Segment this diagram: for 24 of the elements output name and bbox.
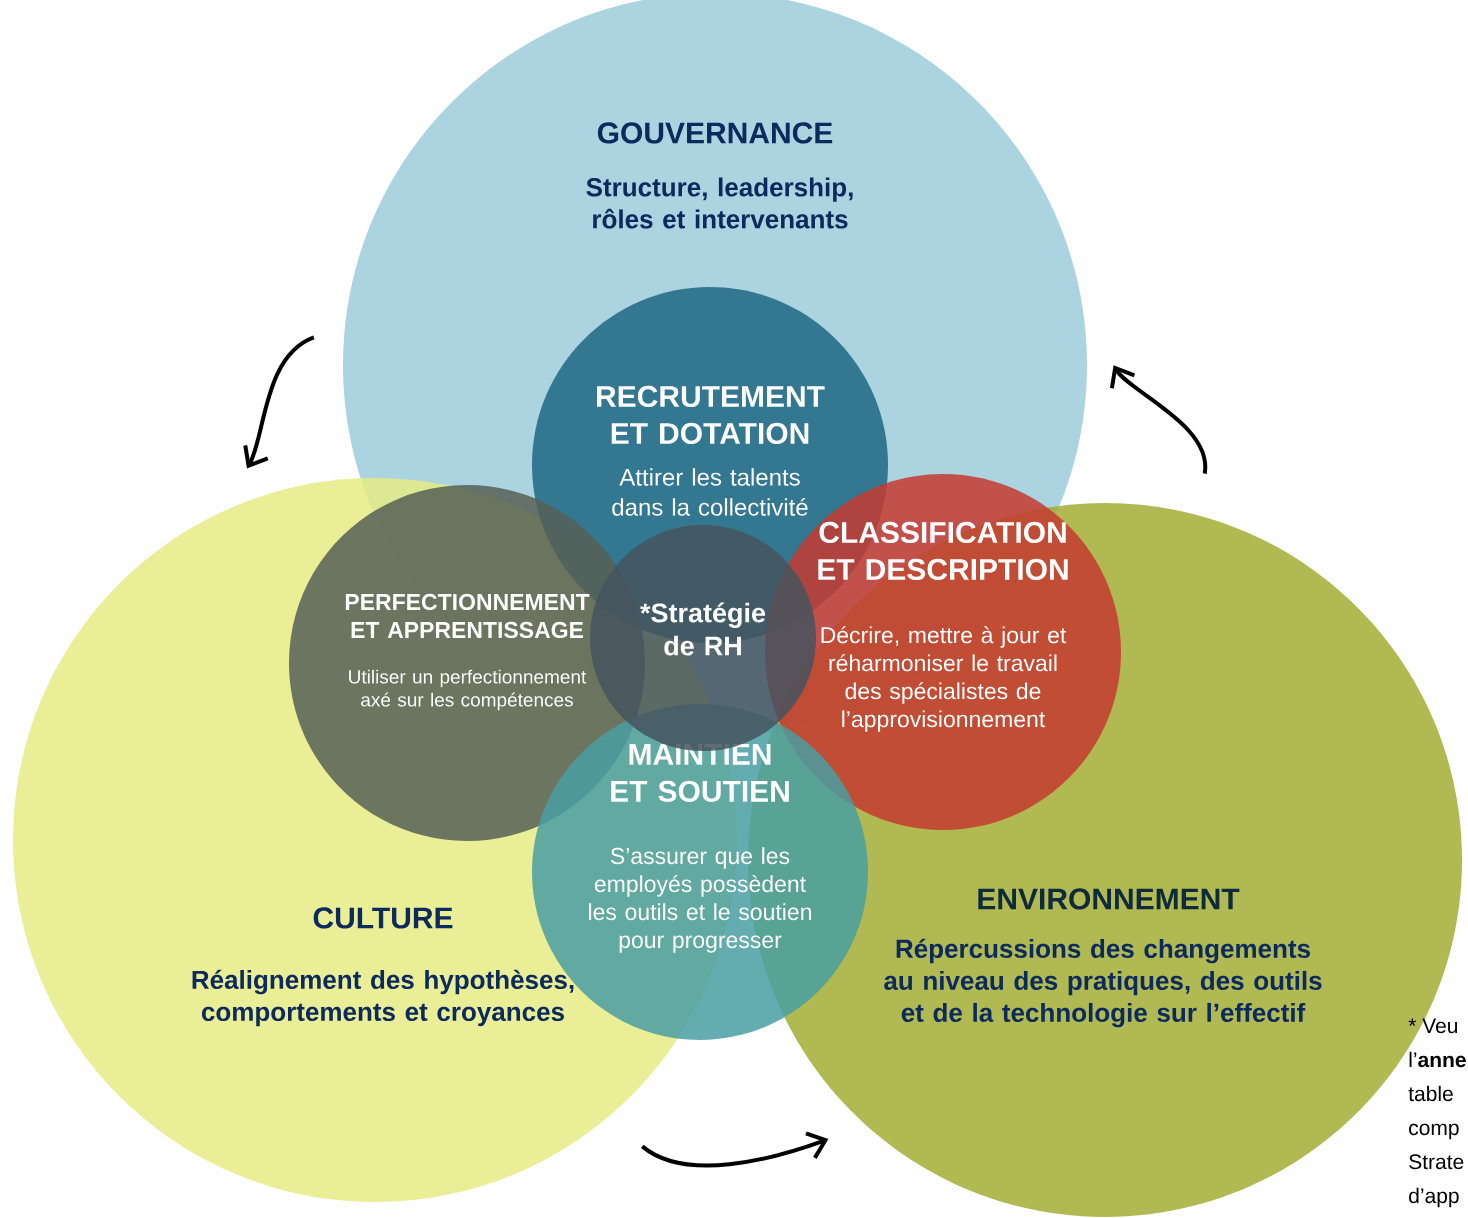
note-text: * Veu xyxy=(1408,1018,1458,1034)
circle-title: CLASSIFICATION ET DESCRIPTION xyxy=(818,521,1068,581)
circle-text: Répercussions des changements au niveau des pratiques, des outils et de la technologie sur l’effectif xyxy=(884,938,1322,1028)
note-text: comp xyxy=(1409,1123,1459,1140)
circle-text: Attirer les talents dans la collectivité xyxy=(612,468,808,516)
note-text: l’anne xyxy=(1409,1051,1466,1068)
note-text: Strate xyxy=(1409,1154,1464,1170)
arrow xyxy=(641,1131,829,1168)
note-text: table xyxy=(1408,1085,1453,1102)
arrow xyxy=(1109,365,1207,474)
circle-title: CULTURE xyxy=(313,907,453,929)
circle-title: PERFECTIONNEMENT ET APPRENTISSAGE xyxy=(345,593,590,639)
circle-text: Réalignement des hypothèses, comportements et croyances xyxy=(192,969,574,1027)
note-text: d’app xyxy=(1409,1187,1459,1208)
arrow xyxy=(243,335,315,469)
circle-text: S’assurer que les employés possèdent les outils et le soutien pour progresser xyxy=(589,847,811,953)
circle-title: ENVIRONNEMENT xyxy=(978,888,1240,910)
circle-text: Structure, leadership, rôles et intervenants xyxy=(586,177,853,229)
circle-text: Décrire, mettre à jour et réharmoniser le travail des spécialistes de l’approvisionnement xyxy=(821,626,1067,732)
circle-text: Utiliser un perfectionnement axé sur les compétences xyxy=(349,669,587,711)
circle-title: MAINTIEN ET SOUTIEN xyxy=(611,744,789,802)
circle-title: GOUVERNANCE xyxy=(597,122,833,144)
circle-title: RECRUTEMENT ET DOTATION xyxy=(597,385,825,445)
circle-title: *Stratégie de RH xyxy=(640,602,766,656)
